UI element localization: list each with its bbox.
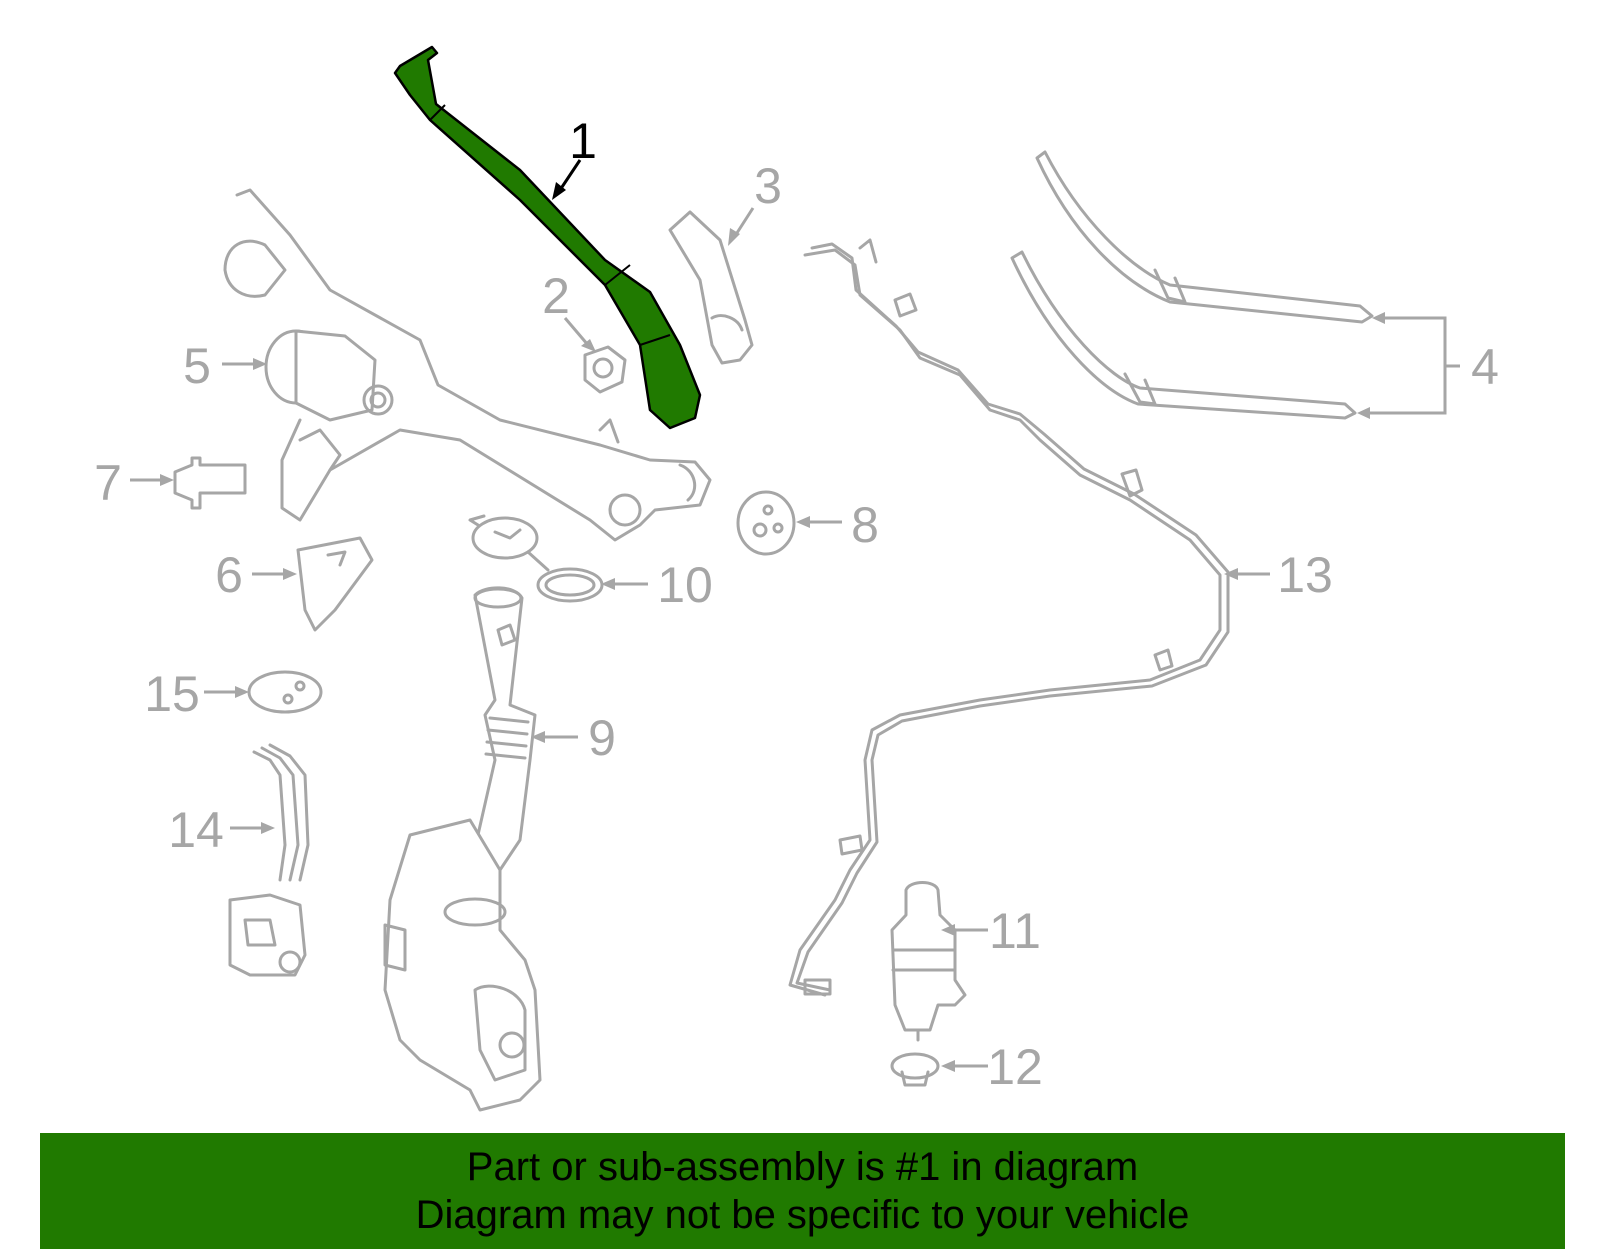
banner-line-2: Diagram may not be specific to your vehi… [415,1193,1190,1237]
svg-text:8: 8 [851,497,879,553]
svg-text:15: 15 [144,666,200,722]
svg-text:11: 11 [989,903,1041,959]
washer-reservoir[interactable] [383,818,542,1112]
callout-7[interactable]: 7 [94,455,174,511]
svg-text:13: 13 [1277,547,1333,603]
callout-8[interactable]: 8 [796,497,879,553]
callout-9[interactable]: 9 [531,710,616,766]
callout-5[interactable]: 5 [183,338,267,394]
pump-grommet-part-12[interactable] [890,1052,940,1087]
svg-text:2: 2 [542,268,570,324]
callout-2[interactable]: 2 [542,268,596,352]
washer-hose-part-13[interactable] [788,238,1230,997]
callout-12[interactable]: 12 [941,1039,1043,1095]
callout-14[interactable]: 14 [168,802,275,858]
wiper-motor-linkage-part-5[interactable] [223,188,712,542]
info-banner: Part or sub-assembly is #1 in diagram Di… [40,1133,1565,1249]
grommet-part-8[interactable] [736,490,796,556]
wiper-blade-lower-part-4[interactable] [1010,250,1357,420]
callout-15[interactable]: 15 [144,666,249,722]
callout-3[interactable]: 3 [728,158,782,246]
svg-text:1: 1 [569,113,597,169]
callout-4[interactable]: 4 [1357,312,1499,419]
svg-text:5: 5 [183,338,211,394]
svg-text:7: 7 [94,455,122,511]
callout-6[interactable]: 6 [215,547,297,603]
callout-13[interactable]: 13 [1224,547,1333,603]
cap-part-3[interactable] [668,210,754,365]
svg-text:9: 9 [588,710,616,766]
wiper-blade-upper-part-4[interactable] [1035,150,1374,324]
svg-text:10: 10 [657,557,713,613]
wiper-arm-part-1[interactable] [393,45,702,430]
bracket-part-6[interactable] [296,536,374,632]
washer-pump-part-11[interactable] [890,881,967,1042]
svg-text:12: 12 [987,1039,1043,1095]
filler-neck-part-9[interactable] [468,586,537,872]
banner-line-1: Part or sub-assembly is #1 in diagram [466,1145,1139,1189]
callout-11[interactable]: 11 [941,903,1041,959]
svg-text:4: 4 [1471,339,1499,395]
plug-part-15[interactable] [247,670,323,714]
nut-part-2[interactable] [583,345,627,394]
svg-text:14: 14 [168,802,224,858]
clip-part-7[interactable] [173,456,247,510]
callout-10[interactable]: 10 [601,557,713,613]
svg-text:6: 6 [215,547,243,603]
callout-1[interactable]: 1 [552,113,597,200]
filler-cap-part-10[interactable] [468,514,604,603]
sensor-part-14[interactable] [228,743,310,977]
svg-text:3: 3 [754,158,782,214]
